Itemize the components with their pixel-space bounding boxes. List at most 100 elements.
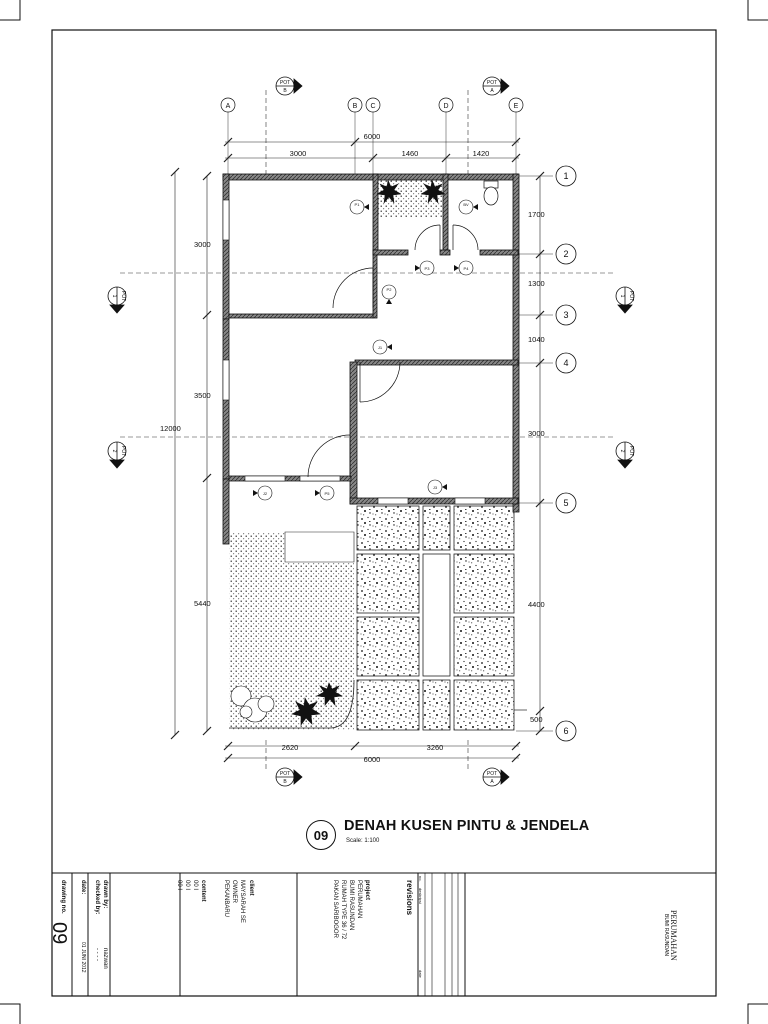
title-block-frame <box>51 872 717 997</box>
section-id-right-2: 2 <box>619 450 625 453</box>
grid-lines <box>227 112 553 732</box>
checked-label: checked by: <box>94 880 100 915</box>
dim-top-3: 1420 <box>473 149 490 158</box>
axis-label-6: 6 <box>563 726 568 736</box>
section-marker-top-b <box>275 76 303 96</box>
toilet <box>483 180 499 206</box>
section-markers <box>107 76 635 787</box>
section-label-right-2: POT <box>628 446 634 456</box>
section-label-left-2: POT <box>120 446 126 456</box>
checked-value: - - - - <box>94 948 100 961</box>
dim-left-total: 12000 <box>160 424 181 433</box>
section-id-left-2: 2 <box>111 450 117 453</box>
rev-date-label: date <box>418 970 423 978</box>
section-label-bottom-b: POT <box>280 771 290 777</box>
axis-label-1: 1 <box>563 171 568 181</box>
section-id-left-1: 1 <box>111 295 117 298</box>
dim-bottom-1: 2620 <box>282 743 299 752</box>
dimension-lines <box>170 137 545 763</box>
tag-j2: J2 <box>263 491 268 496</box>
dim-right-2: 1300 <box>528 279 545 288</box>
axis-label-d: D <box>443 103 448 110</box>
tag-p3: P3 <box>425 266 431 271</box>
garden-plants <box>230 682 343 726</box>
dim-right-3: 1040 <box>528 335 545 344</box>
drawing-number-badge: 09 <box>306 820 336 850</box>
dim-bottom-2: 3260 <box>427 743 444 752</box>
garden-curve <box>229 679 355 729</box>
axis-label-4: 4 <box>563 358 568 368</box>
project-label: project <box>364 880 370 901</box>
section-marker-right-1 <box>615 286 635 314</box>
axis-label-3: 3 <box>563 310 568 320</box>
project-line-3: RUMAH TYPE 36 / 72 <box>340 880 346 940</box>
project-line-2: BUMI RASUNDAN <box>348 880 354 931</box>
tag-j1: J1 <box>378 345 383 350</box>
drawing-no-label: drawing no. <box>60 880 66 914</box>
drawn-value: nazwan <box>102 948 108 969</box>
date-value: 01 JUNI 2012 <box>80 942 86 973</box>
section-marker-left-1 <box>107 286 127 314</box>
axis-label-a: A <box>226 103 231 110</box>
axis-label-5: 5 <box>563 498 568 508</box>
axis-label-e: E <box>514 103 519 110</box>
date-label: date: <box>80 880 86 895</box>
dim-left-1: 3000 <box>194 240 211 249</box>
tag-p4: P4 <box>464 266 470 271</box>
client-label: client <box>248 880 254 896</box>
section-id-bottom-b: B <box>283 779 287 785</box>
windows <box>222 199 486 505</box>
section-id-bottom-a: A <box>490 779 494 785</box>
axis-bubbles-right <box>555 165 577 742</box>
drawing-title: DENAH KUSEN PINTU & JENDELA <box>344 818 590 834</box>
axis-label-c: C <box>370 103 375 110</box>
dim-bottom-total: 6000 <box>364 755 381 764</box>
section-label-top-a: POT <box>487 80 497 86</box>
rev-no-label: no. <box>418 876 423 882</box>
section-label-left-1: POT <box>120 291 126 301</box>
axis-bubbles-top <box>220 97 524 113</box>
dim-right-1: 1700 <box>528 210 545 219</box>
dim-right-5: 4400 <box>528 600 545 609</box>
drawing-no-value: 09 <box>48 922 70 945</box>
section-marker-bottom-a <box>482 767 510 787</box>
section-marker-left-2 <box>107 441 127 469</box>
bathroom-plants <box>376 179 446 204</box>
logo-subtitle: BUMI RASUNDAN <box>663 914 669 956</box>
dim-left-3: 5440 <box>194 599 211 608</box>
tag-j3: J3 <box>433 485 438 490</box>
section-label-top-b: POT <box>280 80 290 86</box>
project-line-4: PAKAN SARIBOGOR <box>332 880 338 938</box>
client-line-1: MAYSARAH SE <box>239 880 245 923</box>
section-id-right-1: 1 <box>619 295 625 298</box>
client-line-2: OWNER <box>231 880 237 903</box>
section-id-top-b: B <box>283 88 287 94</box>
content-line-2: 00 I <box>184 880 190 891</box>
section-id-top-a: A <box>490 88 494 94</box>
section-cut-lines <box>120 90 613 772</box>
content-label: content <box>200 880 206 902</box>
dim-left-2: 3500 <box>194 391 211 400</box>
doors <box>307 224 479 478</box>
dim-top-total: 6000 <box>364 132 381 141</box>
section-marker-top-a <box>482 76 510 96</box>
tag-p1: P1 <box>355 202 361 207</box>
tag-p5: P5 <box>325 491 331 496</box>
garden-notch <box>284 531 355 563</box>
dimension-labels: 6000 3000 1460 1420 2620 3260 6000 3000 … <box>160 132 545 764</box>
paving-tiles <box>356 505 515 731</box>
content-line-3: 00 I <box>176 880 182 891</box>
axis-label-2: 2 <box>563 249 568 259</box>
section-label-bottom-a: POT <box>487 771 497 777</box>
dim-top-2: 1460 <box>402 149 419 158</box>
section-label-right-1: POT <box>628 291 634 301</box>
dim-right-6: 500 <box>530 715 543 724</box>
section-marker-bottom-b <box>275 767 303 787</box>
drawing-scale: Scale: 1:100 <box>346 838 380 844</box>
revisions-label: revisions <box>405 880 414 916</box>
project-line-1: PERUMAHAN <box>356 880 362 919</box>
tag-bv: BV <box>463 202 469 207</box>
axis-label-b: B <box>353 103 358 110</box>
